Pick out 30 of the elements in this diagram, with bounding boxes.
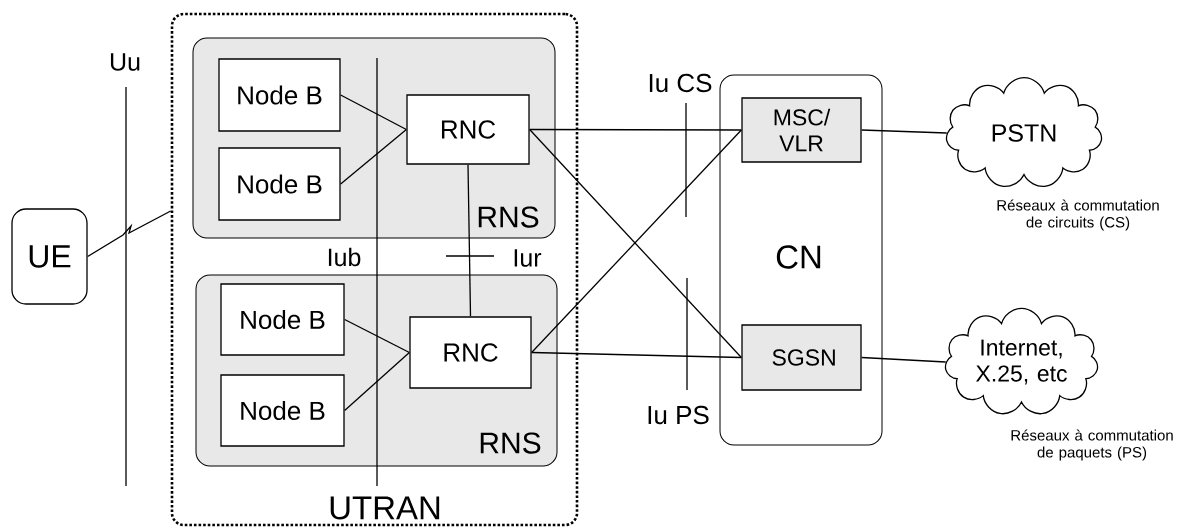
caption-text: Réseaux à commutation de paquets (PS) [1011, 429, 1173, 461]
interface-label: Iu CS [649, 73, 712, 93]
process-box: MSC/ VLR [741, 97, 862, 163]
node-label: UTRAN [330, 496, 440, 520]
process-box: Node B [220, 374, 345, 447]
process-box: RNC [406, 94, 530, 165]
process-box: Node B [218, 147, 341, 221]
connector-line [467, 164, 472, 317]
interface-label: Uu [110, 53, 140, 71]
connector-line [861, 129, 948, 134]
interface-label: Iur [514, 249, 542, 267]
rounded-box: UE [11, 208, 88, 305]
process-box: RNC [409, 316, 532, 389]
connector-line [87, 210, 172, 258]
process-box: Node B [218, 58, 341, 132]
interface-label: Iub [328, 247, 361, 267]
node-label: RNS [478, 206, 539, 228]
connector-line [344, 351, 410, 412]
caption-text: Réseaux à commutation de circuits (CS) [997, 199, 1159, 231]
connector-line [861, 356, 947, 363]
connector-line [531, 351, 742, 359]
connector-line [340, 94, 407, 131]
connector-line [529, 128, 742, 131]
process-box: Node B [220, 283, 345, 356]
node-label: CN [776, 245, 821, 269]
interface-label: Iu PS [648, 405, 709, 425]
node-label: RNS [480, 432, 541, 454]
connector-line [340, 128, 407, 185]
connector-line [344, 318, 410, 354]
process-box: SGSN [741, 324, 862, 391]
